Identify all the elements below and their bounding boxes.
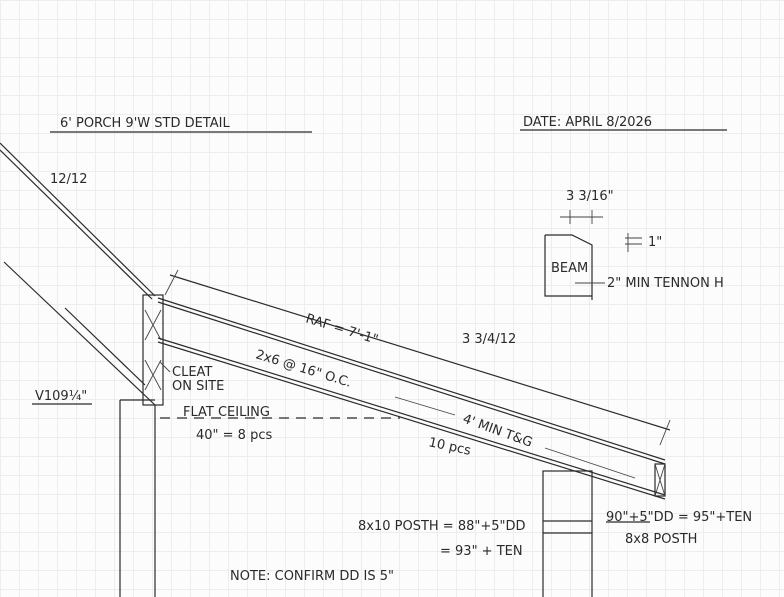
drawing-title: 6' PORCH 9'W STD DETAIL	[60, 116, 230, 131]
beam-width-label: 3 3/16"	[566, 189, 614, 204]
drawing-date: DATE: APRIL 8/2026	[523, 115, 652, 130]
rafter-spec-label: 2x6 @ 16" O.C.	[254, 347, 353, 390]
wall-section	[119, 294, 164, 597]
beam-detail: 3 3/16" BEAM 1" 2" MIN TENNON H	[544, 189, 724, 300]
post-left-total: = 93" + TEN	[440, 544, 523, 559]
right-post	[542, 470, 593, 597]
tenon-label: 2" MIN TENNON H	[607, 276, 724, 291]
flat-ceiling-qty: 40" = 8 pcs	[196, 428, 272, 443]
note-text: NOTE: CONFIRM DD IS 5"	[230, 569, 394, 584]
beam-drop-label: 1"	[648, 235, 662, 250]
cleat-label-1: CLEAT	[172, 365, 212, 380]
main-roof-pitch: 12/12	[50, 172, 87, 187]
cleat-label-2: ON SITE	[172, 379, 224, 394]
rafter-length-label: RAF = 7'-1"	[304, 311, 380, 347]
wall-height-label: V109¼"	[35, 389, 87, 404]
flat-ceiling-label: FLAT CEILING	[183, 405, 270, 420]
tng-qty: 10 pcs	[427, 435, 472, 459]
post-left-formula: 8x10 POSTH = 88"+5"DD	[358, 519, 526, 534]
cleat-arrow	[159, 361, 171, 373]
post-right-formula: 90"+5"DD = 95"+TEN	[606, 510, 752, 525]
porch-rafter	[157, 269, 671, 500]
porch-pitch: 3 3/4/12	[462, 332, 516, 347]
tng-dimension-arrows	[394, 396, 636, 479]
main-roof-lines	[0, 142, 156, 406]
beam-label: BEAM	[551, 261, 588, 276]
post-right-size: 8x8 POSTH	[625, 532, 697, 547]
